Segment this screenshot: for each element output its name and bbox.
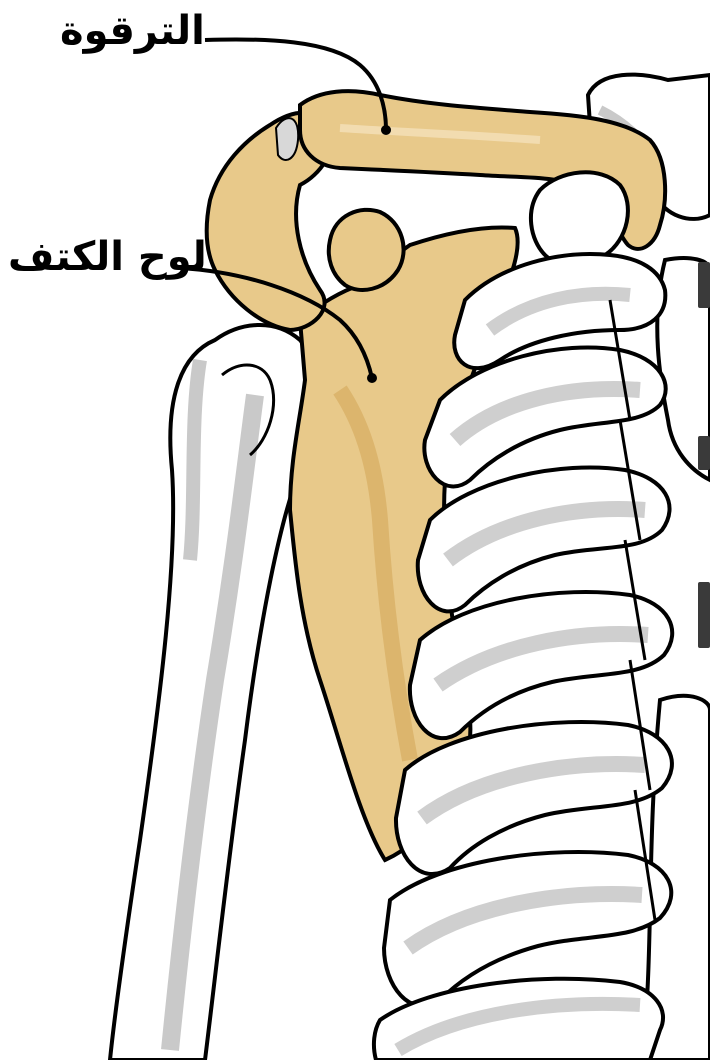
clavicle-label: الترقوة [60,8,205,54]
scapula-label: لوح الكتف [8,234,207,280]
cropped-mark-top [698,262,710,308]
cropped-mark-middle [698,436,710,470]
scapula-pointer-dot [367,373,377,383]
clavicle-pointer-dot [381,125,391,135]
cropped-mark-bottom [698,582,710,648]
humerus [110,325,317,1060]
